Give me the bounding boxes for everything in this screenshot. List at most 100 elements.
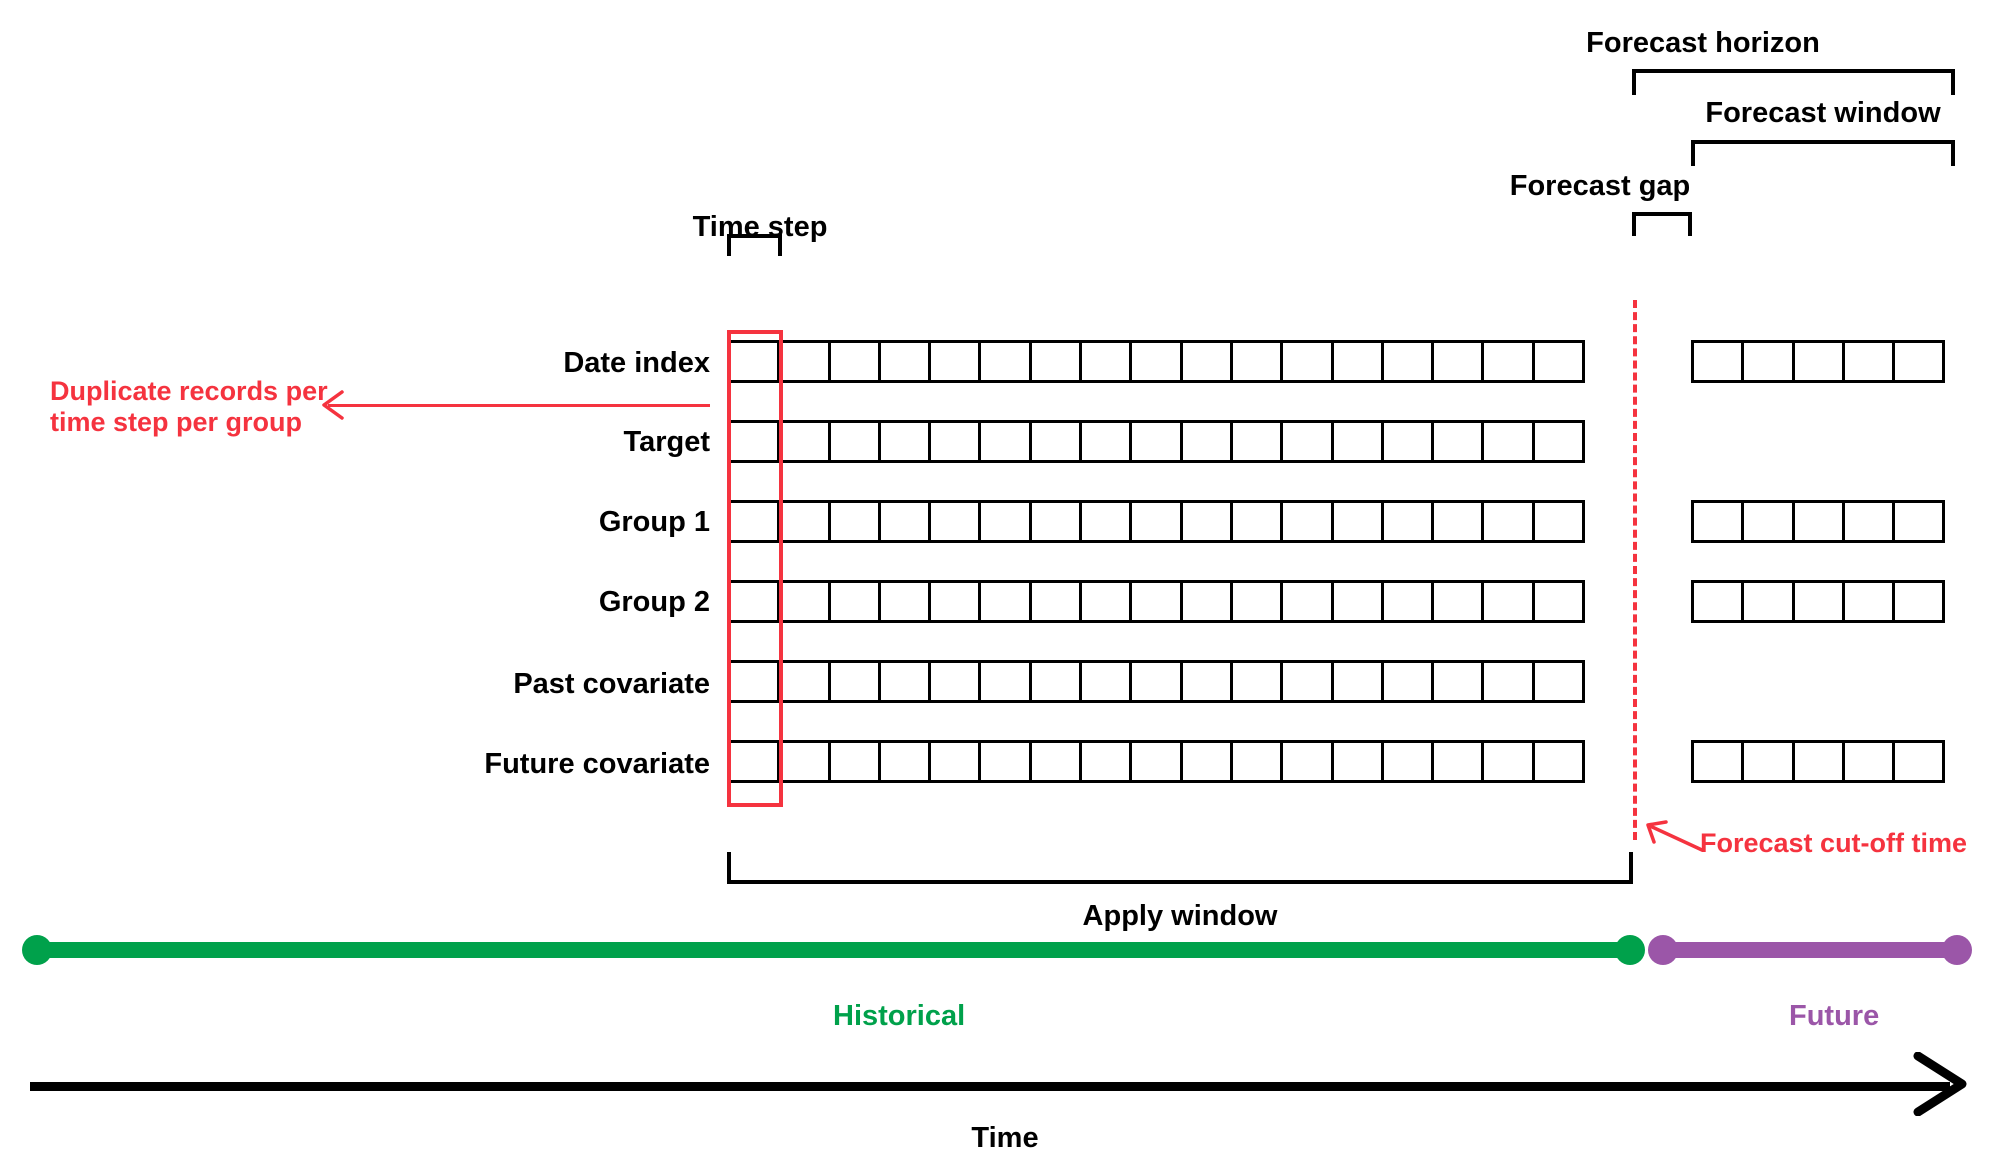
future-covariate-past-cell (1531, 740, 1586, 783)
group-2-past-cell (1280, 580, 1334, 623)
group-2-past-cell (1179, 580, 1233, 623)
future-covariate-past-cell (1380, 740, 1435, 783)
past-covariate-past-cell (1229, 660, 1284, 703)
group-2-past-cell (1129, 580, 1183, 623)
target-past-cell (1028, 420, 1083, 463)
target-past-cell (1229, 420, 1284, 463)
duplicate-records-annotation: Duplicate records per time step per grou… (50, 376, 328, 438)
row-label-group-1: Group 1 (598, 506, 710, 538)
past-covariate-past-cell (928, 660, 982, 703)
target-past-cell (1431, 420, 1485, 463)
duplicate-records-arrow-shaft (328, 404, 710, 407)
duplicate-records-line-2: time step per group (50, 407, 303, 437)
date-index-future-cell (1691, 340, 1745, 383)
past-covariate-past-cell (1129, 660, 1183, 703)
group-2-past-cell (978, 580, 1032, 623)
group-1-past-cell (1079, 500, 1133, 543)
duplicate-records-arrow-head (322, 390, 344, 420)
row-label-target: Target (623, 426, 710, 458)
past-covariate-past-cell (827, 660, 881, 703)
past-covariate-past-cell (1380, 660, 1435, 703)
date-index-past-cell (1028, 340, 1083, 383)
past-covariate-past-cell (1531, 660, 1586, 703)
grid-row-future-covariate-past (727, 740, 1586, 783)
historical-label: Historical (833, 1000, 966, 1032)
grid-row-past-covariate-past (727, 660, 1586, 703)
apply-window-bracket (727, 852, 1633, 884)
past-covariate-past-cell (1431, 660, 1485, 703)
group-1-past-cell (727, 500, 781, 543)
past-covariate-past-cell (1481, 660, 1535, 703)
row-label-group-2: Group 2 (598, 586, 710, 618)
group-1-past-cell (978, 500, 1032, 543)
group-2-past-cell (827, 580, 881, 623)
time-step-bracket (727, 234, 782, 256)
time-axis-arrowhead (1913, 1052, 1967, 1116)
future-covariate-future-cell (1791, 740, 1845, 783)
group-1-past-cell (1179, 500, 1233, 543)
future-start-dot (1648, 935, 1678, 965)
future-covariate-past-cell (928, 740, 982, 783)
group-1-past-cell (1028, 500, 1083, 543)
group-2-future-cell (1741, 580, 1795, 623)
date-index-past-cell (877, 340, 932, 383)
future-covariate-future-cell (1841, 740, 1896, 783)
future-covariate-future-cell (1691, 740, 1745, 783)
time-step-highlight-box (727, 330, 783, 807)
group-1-future-cell (1741, 500, 1795, 543)
date-index-past-cell (827, 340, 881, 383)
group-1-past-cell (1481, 500, 1535, 543)
past-covariate-past-cell (1330, 660, 1384, 703)
group-2-past-cell (1531, 580, 1586, 623)
grid-row-group-1-future (1691, 500, 1946, 543)
date-index-past-cell (1431, 340, 1485, 383)
date-index-future-cell (1892, 340, 1946, 383)
forecast-window-bracket (1691, 140, 1955, 166)
forecast-gap-label: Forecast gap (1509, 170, 1691, 202)
future-covariate-past-cell (1079, 740, 1133, 783)
future-covariate-past-cell (1330, 740, 1384, 783)
group-2-past-cell (877, 580, 932, 623)
date-index-past-cell (777, 340, 831, 383)
group-2-past-cell (1380, 580, 1435, 623)
group-1-past-cell (1280, 500, 1334, 543)
target-past-cell (978, 420, 1032, 463)
future-covariate-past-cell (1481, 740, 1535, 783)
group-1-future-cell (1841, 500, 1896, 543)
group-2-past-cell (1229, 580, 1284, 623)
group-1-past-cell (928, 500, 982, 543)
row-label-date-index: Date index (563, 347, 710, 379)
group-2-future-cell (1691, 580, 1745, 623)
time-axis-label: Time (971, 1122, 1039, 1154)
future-covariate-past-cell (1431, 740, 1485, 783)
apply-window-label: Apply window (1082, 900, 1278, 932)
grid-row-future-covariate-future (1691, 740, 1946, 783)
future-covariate-past-cell (827, 740, 881, 783)
group-1-future-cell (1791, 500, 1845, 543)
date-index-past-cell (1380, 340, 1435, 383)
group-1-past-cell (777, 500, 831, 543)
past-covariate-past-cell (1028, 660, 1083, 703)
group-2-future-cell (1892, 580, 1946, 623)
past-covariate-past-cell (1179, 660, 1233, 703)
future-covariate-past-cell (1028, 740, 1083, 783)
date-index-past-cell (1330, 340, 1384, 383)
grid-row-group-2-past (727, 580, 1586, 623)
future-covariate-future-cell (1892, 740, 1946, 783)
date-index-past-cell (978, 340, 1032, 383)
forecast-gap-bracket (1632, 212, 1692, 236)
date-index-future-cell (1841, 340, 1896, 383)
grid-row-group-1-past (727, 500, 1586, 543)
group-1-past-cell (1380, 500, 1435, 543)
target-past-cell (1079, 420, 1133, 463)
group-2-future-cell (1791, 580, 1845, 623)
target-past-cell (1129, 420, 1183, 463)
group-1-past-cell (1229, 500, 1284, 543)
date-index-future-cell (1741, 340, 1795, 383)
group-1-future-cell (1892, 500, 1946, 543)
group-2-past-cell (1481, 580, 1535, 623)
row-label-past-covariate: Past covariate (513, 668, 710, 700)
past-covariate-past-cell (978, 660, 1032, 703)
future-covariate-past-cell (1280, 740, 1334, 783)
